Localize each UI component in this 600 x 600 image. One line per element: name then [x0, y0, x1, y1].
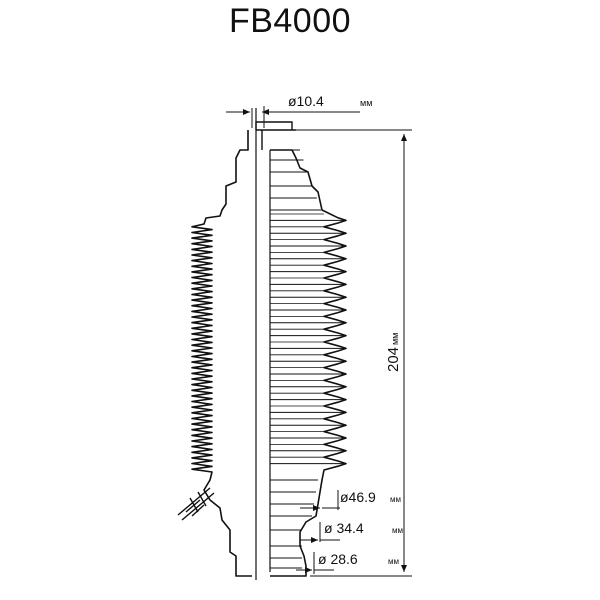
length-dimension: 204 мм: [296, 129, 412, 577]
length-label: 204: [385, 347, 402, 372]
bellows-ribs: [270, 149, 344, 569]
bellows-outline-right: [270, 149, 347, 577]
page-title: FB4000: [228, 2, 352, 40]
top-diameter-unit: мм: [360, 98, 372, 108]
diameter-46-9-dimension: ø46.9 мм: [300, 489, 401, 511]
diameter-46-9-unit: мм: [390, 495, 401, 504]
clamp-hatch: [177, 487, 215, 521]
diameter-28-6-unit: мм: [388, 557, 399, 566]
diameter-34-4-dimension: ø 34.4 мм: [300, 520, 403, 543]
diameter-34-4-label: ø 34.4: [324, 520, 364, 536]
top-diameter-label: ø10.4: [288, 93, 324, 109]
length-unit: мм: [390, 333, 400, 345]
bellows-section-left: [191, 130, 252, 577]
top-collar: [255, 121, 296, 150]
diameter-46-9-label: ø46.9: [340, 489, 376, 505]
diameter-28-6-dimension: ø 28.6 мм: [296, 551, 399, 574]
top-diameter-dimension: ø10.4 мм: [226, 93, 372, 128]
diameter-34-4-unit: мм: [392, 526, 403, 535]
diameter-28-6-label: ø 28.6: [318, 551, 358, 567]
